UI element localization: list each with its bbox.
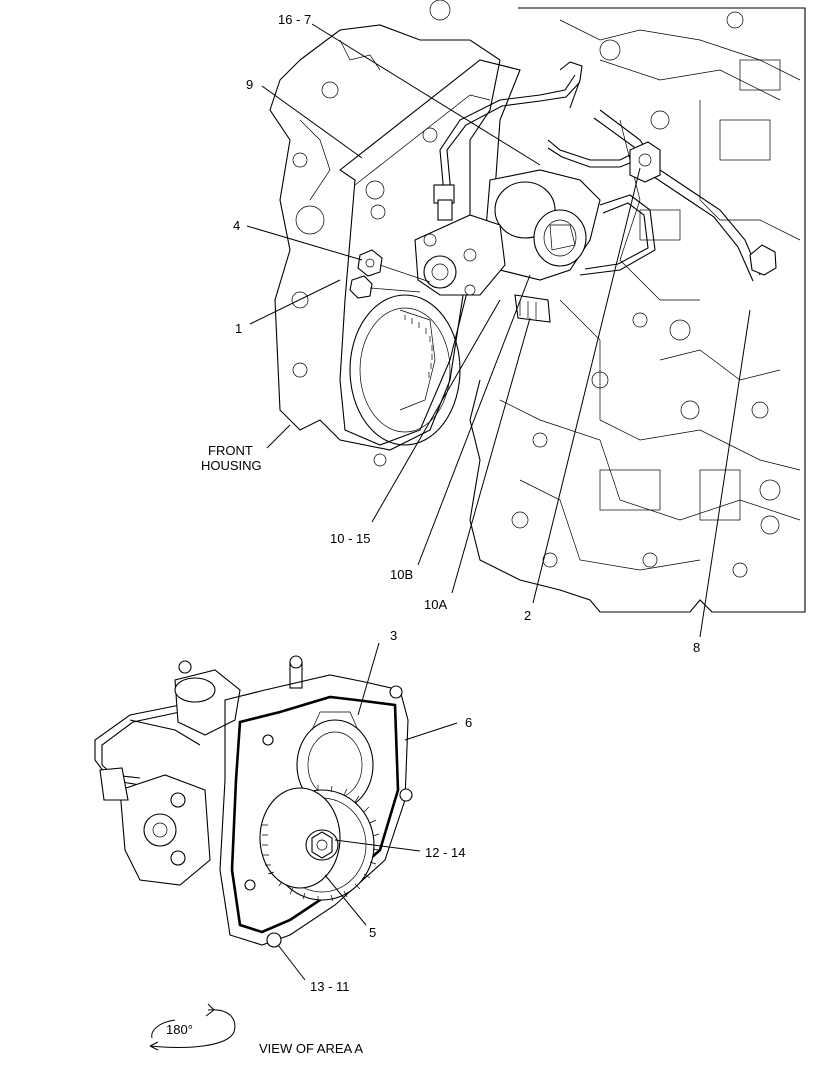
leader-10a — [451, 317, 531, 594]
leader-13-11 — [277, 944, 306, 981]
leader-lines — [246, 23, 751, 981]
callout-13-11: 13 - 11 — [310, 979, 350, 994]
label-front-housing-line2: HOUSING — [201, 458, 262, 473]
leader-8 — [699, 309, 751, 638]
callout-2: 2 — [524, 608, 531, 623]
leader-5 — [324, 874, 367, 926]
view-label: VIEW OF AREA A — [259, 1041, 363, 1056]
callout-labels: 16 - 7 9 4 1 FRONT HOUSING 10 - 15 10B 1… — [166, 12, 700, 1056]
leader-1 — [249, 279, 341, 325]
callout-10-15: 10 - 15 — [330, 531, 370, 546]
callout-3: 3 — [390, 628, 397, 643]
leader-6 — [404, 722, 458, 741]
engine-assembly-illustration — [269, 0, 806, 613]
callout-10a: 10A — [424, 597, 447, 612]
callout-6: 6 — [465, 715, 472, 730]
callout-10b: 10B — [390, 567, 413, 582]
leader-10b — [417, 274, 531, 566]
callout-5: 5 — [369, 925, 376, 940]
leader-4 — [246, 225, 363, 261]
callout-1: 1 — [235, 321, 242, 336]
callout-16-7: 16 - 7 — [278, 12, 311, 27]
callout-8: 8 — [693, 640, 700, 655]
leader-3 — [357, 642, 380, 716]
label-front-housing-line1: FRONT — [208, 443, 253, 458]
rotation-arrow-icon — [149, 1003, 236, 1051]
leader-12-14 — [334, 839, 421, 852]
leader-2 — [532, 167, 641, 604]
view-area-a-illustration — [94, 655, 413, 948]
leader-9 — [261, 85, 363, 159]
callout-4: 4 — [233, 218, 240, 233]
callout-9: 9 — [246, 77, 253, 92]
rotation-label: 180° — [166, 1022, 193, 1037]
leader-front-housing — [266, 424, 291, 449]
leader-10-15 — [371, 299, 501, 523]
callout-12-14: 12 - 14 — [425, 845, 465, 860]
leader-16-7 — [311, 23, 541, 166]
